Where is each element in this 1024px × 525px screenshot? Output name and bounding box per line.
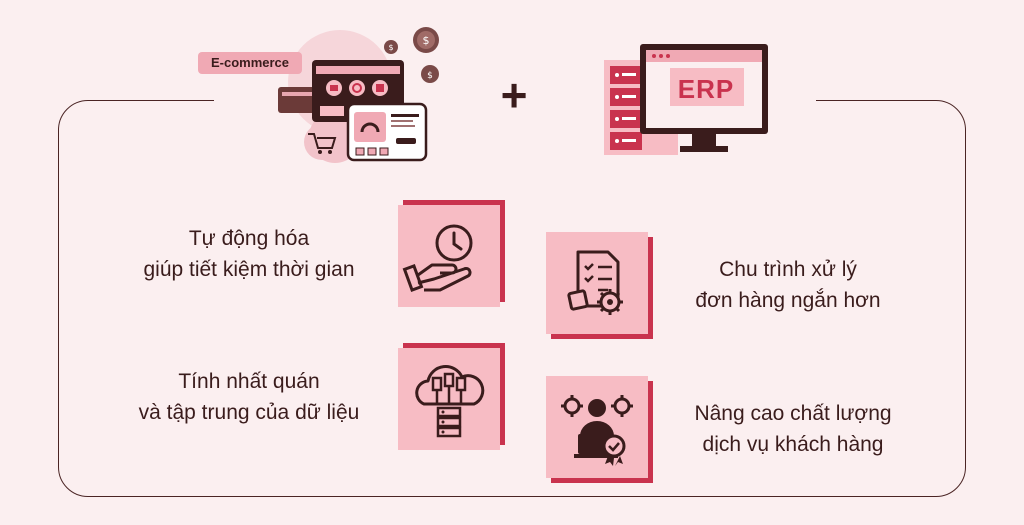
benefit-customer-service-caption: Nâng cao chất lượng dịch vụ khách hàng <box>694 402 892 456</box>
ecommerce-illustration: $ $ $ <box>278 27 439 163</box>
ecommerce-label: E-commerce <box>198 52 302 74</box>
erp-label: ERP <box>677 74 735 104</box>
erp-illustration <box>604 44 768 155</box>
svg-text:$: $ <box>423 34 430 47</box>
benefit-automation-caption: Tự động hóa giúp tiết kiệm thời gian <box>143 227 355 281</box>
cloud-database-icon <box>415 365 485 438</box>
benefit-order-cycle-caption: Chu trình xử lý đơn hàng ngắn hơn <box>695 258 881 312</box>
svg-text:$: $ <box>427 71 433 81</box>
clock-hand-icon <box>402 224 473 292</box>
benefit-automation-tile <box>398 205 500 307</box>
benefit-customer-service-tile <box>546 376 648 478</box>
benefit-data-consistency-caption: Tính nhất quán và tập trung của dữ liệu <box>138 370 360 424</box>
coin-icon: $ $ $ <box>384 27 439 83</box>
benefit-data-consistency-tile <box>398 348 500 450</box>
customer-service-gear-icon <box>561 395 633 466</box>
benefit-order-cycle-tile <box>546 232 648 334</box>
svg-text:$: $ <box>388 43 393 52</box>
plus-symbol: + <box>500 69 528 121</box>
order-checklist-gear-icon <box>567 250 623 315</box>
